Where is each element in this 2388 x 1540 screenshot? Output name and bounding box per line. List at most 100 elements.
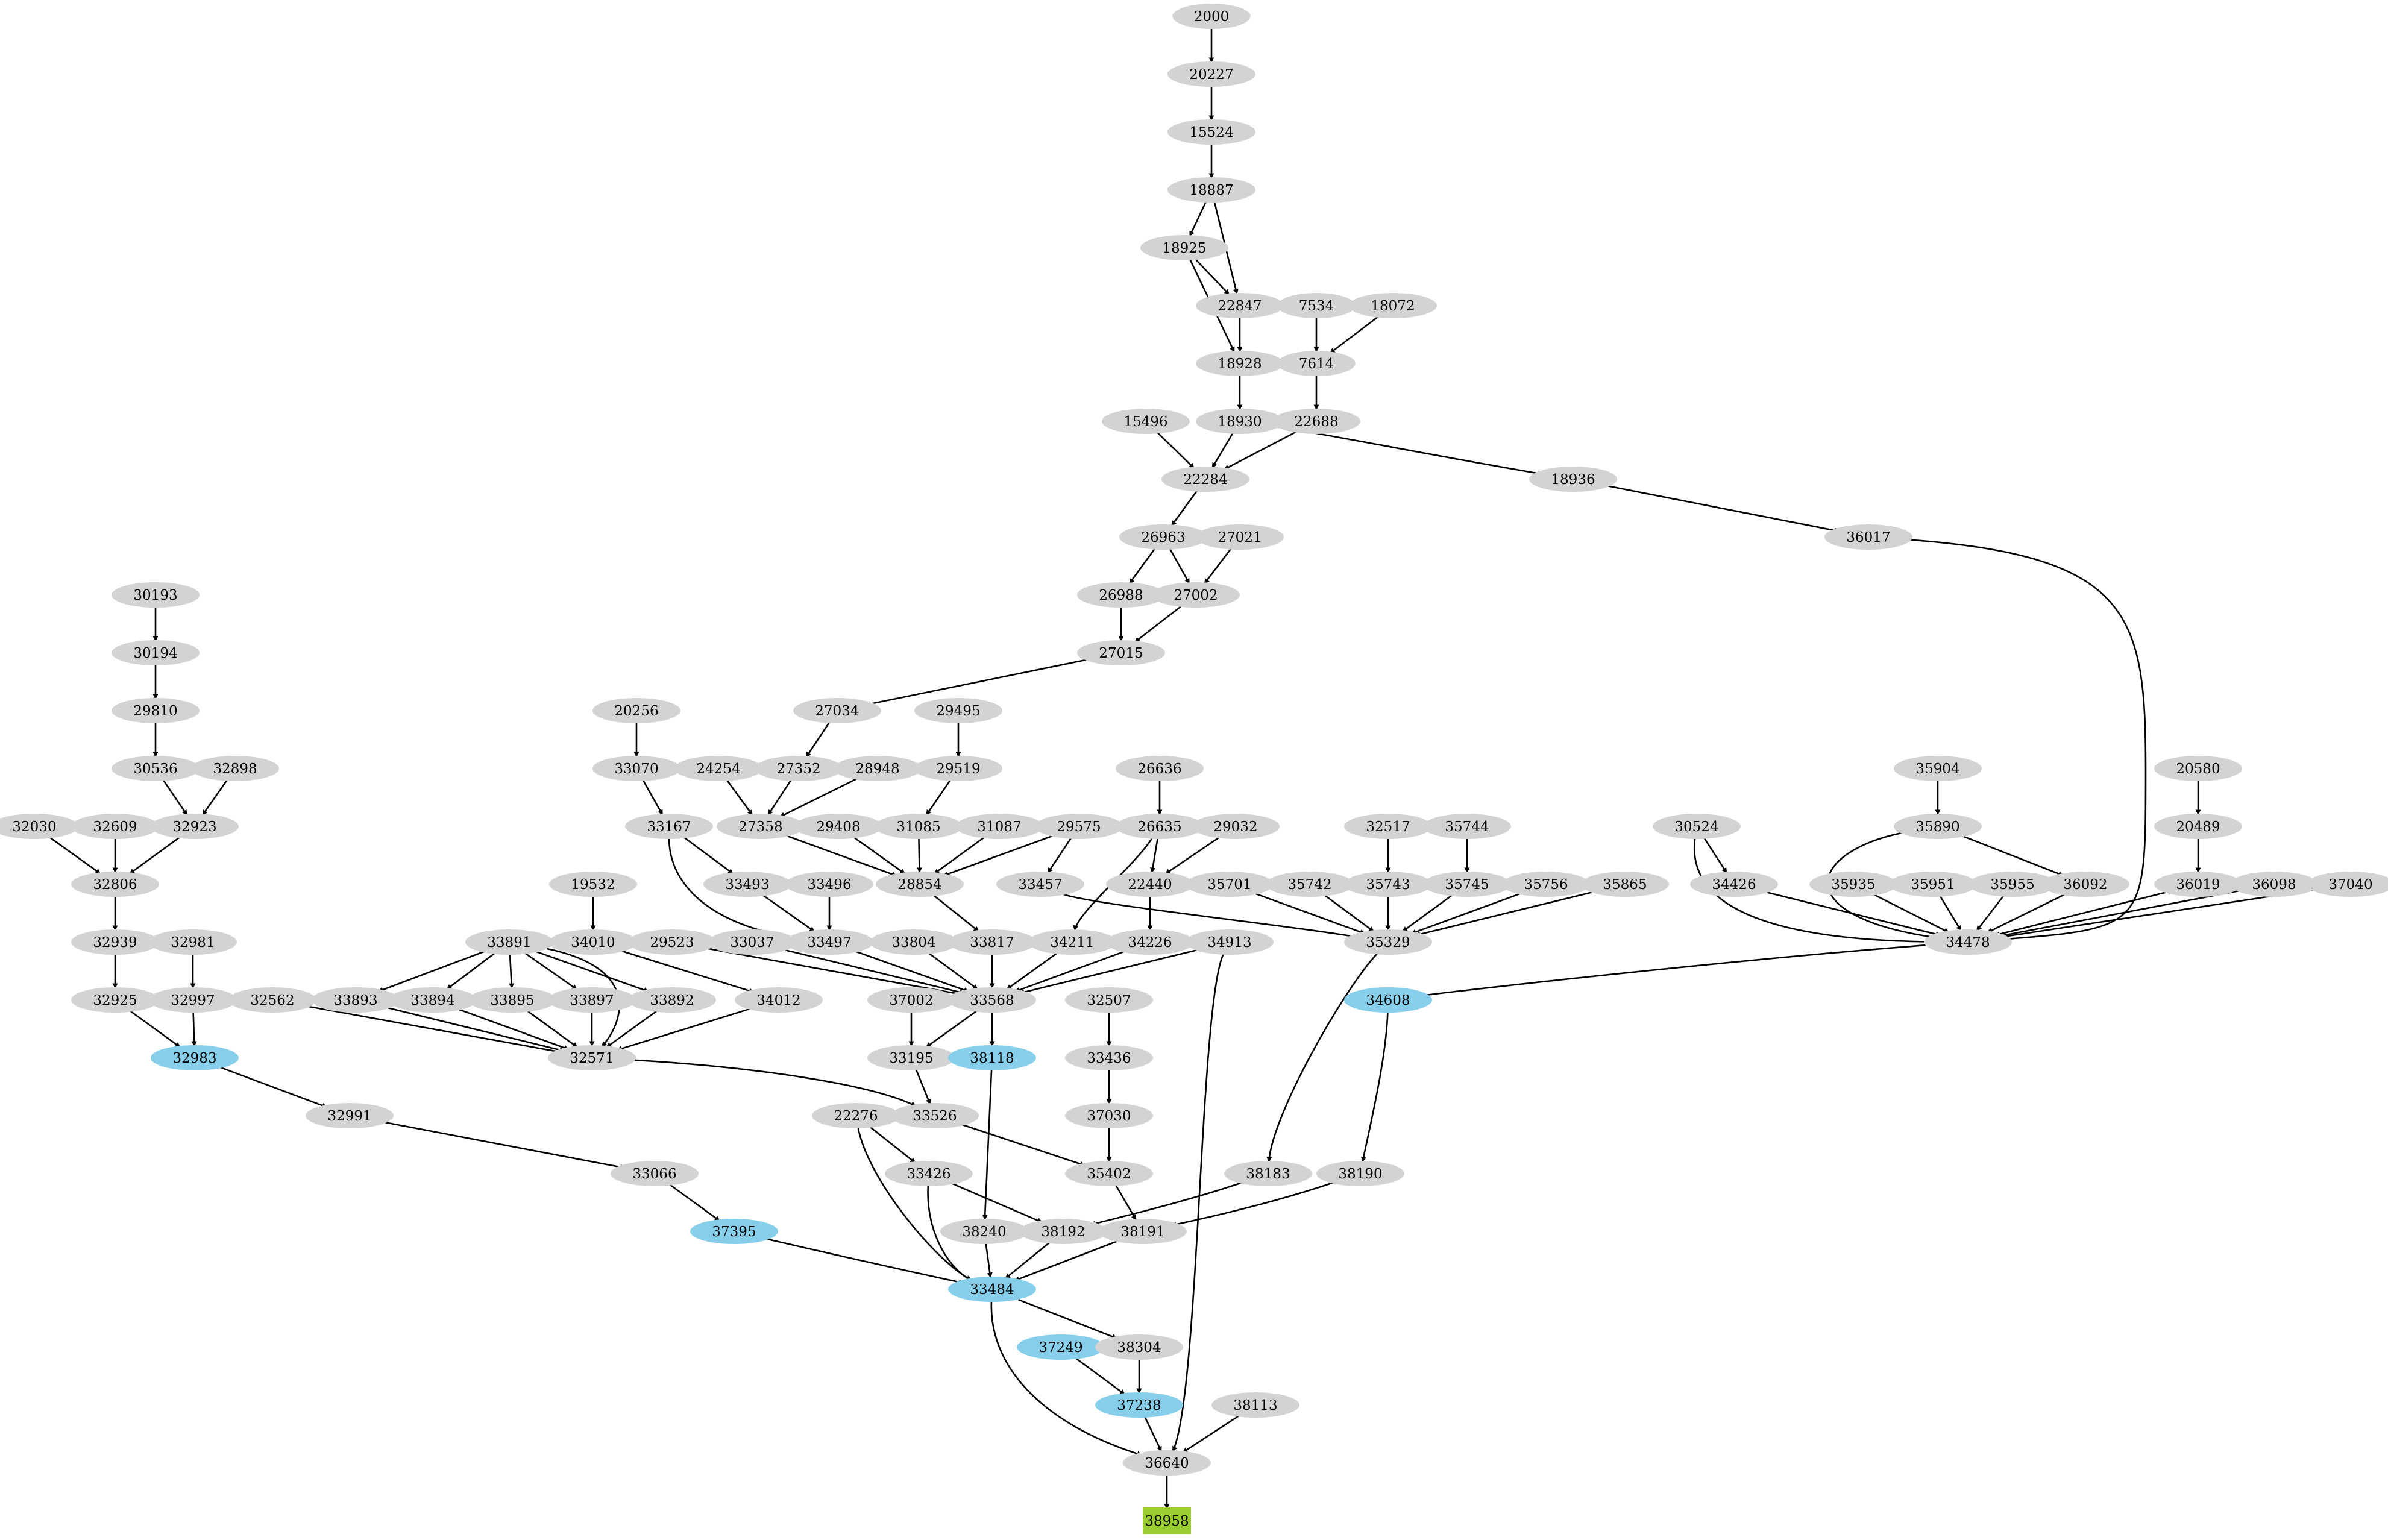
graph-node-37238[interactable]: 37238 [1095, 1392, 1183, 1418]
graph-node-38190[interactable]: 38190 [1316, 1161, 1404, 1186]
graph-node-33167[interactable]: 33167 [625, 814, 713, 839]
graph-node-33066[interactable]: 33066 [611, 1161, 699, 1186]
graph-node-37040[interactable]: 37040 [2307, 872, 2388, 897]
graph-node-34211[interactable]: 34211 [1028, 929, 1116, 955]
graph-node-38192[interactable]: 38192 [1019, 1219, 1107, 1244]
graph-node-32609[interactable]: 32609 [71, 814, 159, 839]
graph-node-32517[interactable]: 32517 [1344, 814, 1432, 839]
graph-node-26988[interactable]: 26988 [1077, 582, 1165, 608]
graph-node-36019[interactable]: 36019 [2154, 872, 2242, 897]
graph-node-32991[interactable]: 32991 [306, 1103, 394, 1128]
graph-node-7534[interactable]: 7534 [1277, 293, 1356, 318]
graph-node-31085[interactable]: 31085 [875, 814, 963, 839]
graph-node-7614[interactable]: 7614 [1277, 351, 1356, 376]
graph-node-33897[interactable]: 33897 [548, 987, 636, 1013]
graph-node-33484[interactable]: 33484 [948, 1277, 1036, 1302]
graph-node-32562[interactable]: 32562 [228, 987, 316, 1013]
graph-node-26963[interactable]: 26963 [1119, 524, 1207, 550]
graph-node-19532[interactable]: 19532 [549, 872, 637, 897]
graph-node-34426[interactable]: 34426 [1690, 872, 1778, 897]
graph-node-33436[interactable]: 33436 [1065, 1045, 1153, 1070]
graph-node-27002[interactable]: 27002 [1152, 582, 1240, 608]
graph-node-33493[interactable]: 33493 [703, 872, 791, 897]
graph-node-29495[interactable]: 29495 [914, 698, 1002, 723]
graph-node-22276[interactable]: 22276 [812, 1103, 900, 1128]
graph-node-26636[interactable]: 26636 [1116, 756, 1204, 781]
graph-node-38118[interactable]: 38118 [948, 1045, 1036, 1070]
graph-node-38304[interactable]: 38304 [1095, 1334, 1183, 1360]
graph-node-33804[interactable]: 33804 [870, 929, 958, 955]
graph-node-32571[interactable]: 32571 [548, 1045, 636, 1070]
graph-node-35955[interactable]: 35955 [1969, 872, 2057, 897]
graph-node-38191[interactable]: 38191 [1099, 1219, 1187, 1244]
graph-node-32981[interactable]: 32981 [149, 929, 237, 955]
graph-node-33195[interactable]: 33195 [867, 1045, 955, 1070]
graph-node-33496[interactable]: 33496 [785, 872, 873, 897]
graph-node-34608[interactable]: 34608 [1344, 987, 1432, 1013]
graph-node-29519[interactable]: 29519 [914, 756, 1002, 781]
graph-node-27034[interactable]: 27034 [793, 698, 881, 723]
graph-node-29032[interactable]: 29032 [1192, 814, 1280, 839]
graph-node-35756[interactable]: 35756 [1502, 872, 1590, 897]
graph-node-34010[interactable]: 34010 [549, 929, 637, 955]
graph-node-18887[interactable]: 18887 [1167, 177, 1255, 203]
graph-node-33526[interactable]: 33526 [891, 1103, 979, 1128]
graph-node-36017[interactable]: 36017 [1824, 524, 1912, 550]
graph-node-15496[interactable]: 15496 [1102, 409, 1190, 434]
graph-node-26635[interactable]: 26635 [1116, 814, 1204, 839]
graph-node-38958[interactable]: 38958 [1143, 1507, 1191, 1534]
graph-node-33894[interactable]: 33894 [389, 987, 477, 1013]
graph-node-36640[interactable]: 36640 [1123, 1450, 1211, 1476]
graph-node-38113[interactable]: 38113 [1211, 1392, 1299, 1418]
graph-node-37395[interactable]: 37395 [690, 1219, 778, 1244]
graph-node-38183[interactable]: 38183 [1224, 1161, 1312, 1186]
graph-node-30536[interactable]: 30536 [112, 756, 200, 781]
graph-node-27352[interactable]: 27352 [755, 756, 843, 781]
graph-node-20580[interactable]: 20580 [2154, 756, 2242, 781]
graph-node-34012[interactable]: 34012 [735, 987, 823, 1013]
graph-node-33070[interactable]: 33070 [592, 756, 680, 781]
graph-node-35701[interactable]: 35701 [1186, 872, 1274, 897]
graph-node-2000[interactable]: 2000 [1172, 4, 1251, 29]
graph-node-33893[interactable]: 33893 [312, 987, 400, 1013]
graph-node-32806[interactable]: 32806 [71, 872, 159, 897]
graph-node-18936[interactable]: 18936 [1529, 467, 1617, 492]
graph-node-24254[interactable]: 24254 [674, 756, 762, 781]
graph-node-32030[interactable]: 32030 [0, 814, 78, 839]
graph-node-32997[interactable]: 32997 [149, 987, 237, 1013]
graph-node-29810[interactable]: 29810 [112, 698, 200, 723]
graph-node-33457[interactable]: 33457 [996, 872, 1084, 897]
graph-node-15524[interactable]: 15524 [1167, 119, 1255, 145]
graph-node-30194[interactable]: 30194 [112, 640, 200, 665]
graph-node-35743[interactable]: 35743 [1344, 872, 1432, 897]
graph-node-28854[interactable]: 28854 [876, 872, 964, 897]
graph-node-33892[interactable]: 33892 [628, 987, 716, 1013]
graph-node-35865[interactable]: 35865 [1581, 872, 1669, 897]
graph-node-27021[interactable]: 27021 [1196, 524, 1284, 550]
graph-node-36098[interactable]: 36098 [2230, 872, 2318, 897]
graph-node-30193[interactable]: 30193 [112, 582, 200, 608]
graph-node-33568[interactable]: 33568 [948, 987, 1036, 1013]
graph-node-34478[interactable]: 34478 [1924, 929, 2012, 955]
graph-node-34913[interactable]: 34913 [1186, 929, 1274, 955]
graph-node-20227[interactable]: 20227 [1167, 61, 1255, 87]
graph-node-32507[interactable]: 32507 [1065, 987, 1153, 1013]
graph-node-32923[interactable]: 32923 [151, 814, 239, 839]
graph-node-33817[interactable]: 33817 [948, 929, 1036, 955]
graph-node-29523[interactable]: 29523 [628, 929, 716, 955]
graph-node-33037[interactable]: 33037 [708, 929, 796, 955]
graph-node-35890[interactable]: 35890 [1894, 814, 1982, 839]
graph-node-22847[interactable]: 22847 [1196, 293, 1284, 318]
graph-node-27358[interactable]: 27358 [717, 814, 805, 839]
graph-node-22440[interactable]: 22440 [1106, 872, 1194, 897]
graph-node-18925[interactable]: 18925 [1140, 235, 1228, 260]
graph-node-32983[interactable]: 32983 [151, 1045, 239, 1070]
graph-node-35329[interactable]: 35329 [1344, 929, 1432, 955]
graph-node-18072[interactable]: 18072 [1349, 293, 1437, 318]
graph-node-31087[interactable]: 31087 [955, 814, 1043, 839]
graph-node-35744[interactable]: 35744 [1423, 814, 1511, 839]
graph-node-32898[interactable]: 32898 [191, 756, 279, 781]
graph-node-33891[interactable]: 33891 [465, 929, 553, 955]
graph-node-35745[interactable]: 35745 [1423, 872, 1511, 897]
graph-node-18930[interactable]: 18930 [1196, 409, 1284, 434]
